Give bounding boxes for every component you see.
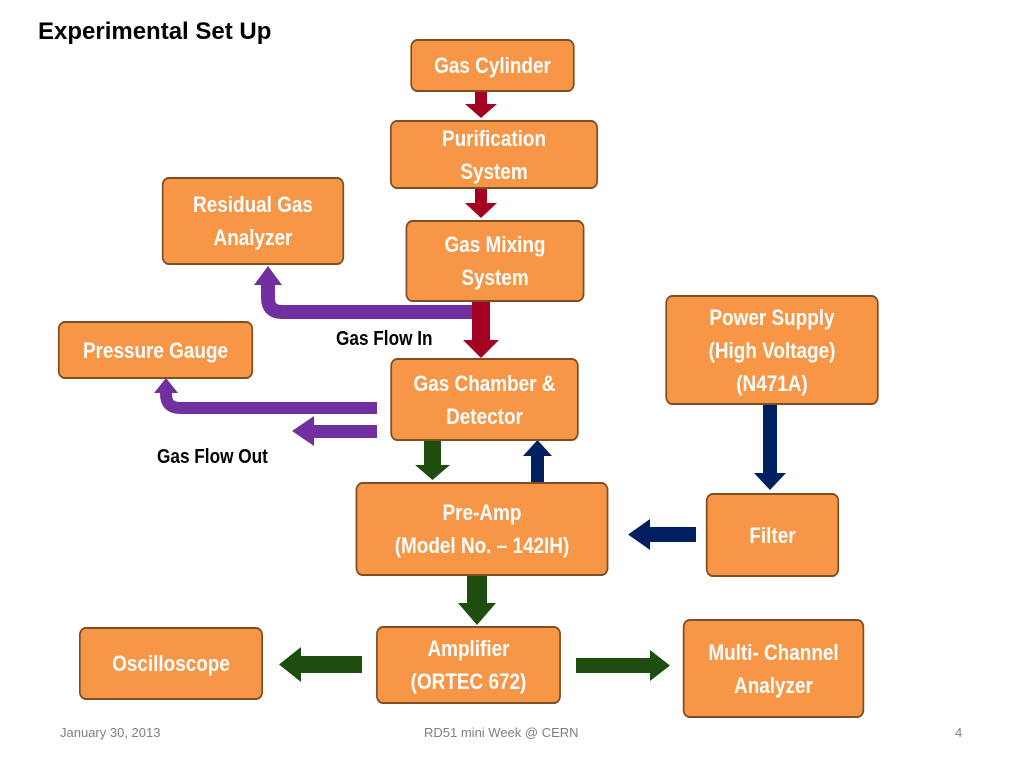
power-supply-box: Power Supply (High Voltage) (N471A) (665, 295, 879, 405)
arrow-preamp-to-chamber (523, 440, 552, 484)
arrow-filter-to-preamp (628, 519, 696, 550)
arrowhead-pressure-gauge (154, 378, 178, 393)
residual-gas-analyzer-box: Residual Gas Analyzer (161, 177, 345, 265)
gas-flow-out-label: Gas Flow Out (157, 446, 268, 468)
arrow-to-pressure-gauge (160, 392, 377, 414)
preamp-box: Pre-Amp (Model No. – 142IH) (355, 482, 609, 576)
slide-title: Experimental Set Up (38, 18, 272, 45)
arrow-purification-to-mixing (465, 189, 497, 218)
filter-box: Filter (705, 493, 840, 577)
gas-mixing-system-box: Gas Mixing System (405, 220, 585, 302)
gas-cylinder-box: Gas Cylinder (410, 39, 575, 92)
oscilloscope-box: Oscilloscope (78, 627, 264, 700)
purification-system-box: Purification System (389, 120, 599, 189)
arrow-amplifier-to-oscilloscope (279, 647, 362, 682)
arrow-preamp-to-amplifier (458, 576, 496, 625)
arrow-amplifier-to-mca (576, 650, 670, 681)
arrow-to-residual-gas-analyzer (261, 284, 472, 319)
footer-date: January 30, 2013 (60, 725, 161, 740)
arrowhead-residual-gas (254, 266, 282, 285)
arrow-powersupply-to-filter (754, 405, 786, 490)
footer-event: RD51 mini Week @ CERN (424, 725, 579, 740)
arrow-chamber-to-preamp (415, 441, 450, 480)
amplifier-box: Amplifier (ORTEC 672) (376, 626, 561, 704)
footer-page-number: 4 (955, 725, 963, 740)
gas-chamber-detector-box: Gas Chamber & Detector (390, 358, 579, 441)
gas-flow-in-label: Gas Flow In (336, 328, 433, 350)
pressure-gauge-box: Pressure Gauge (57, 321, 254, 379)
multi-channel-analyzer-box: Multi- Channel Analyzer (682, 619, 865, 718)
arrow-cylinder-to-purification (465, 91, 497, 118)
arrow-gas-flow-out (292, 416, 377, 446)
